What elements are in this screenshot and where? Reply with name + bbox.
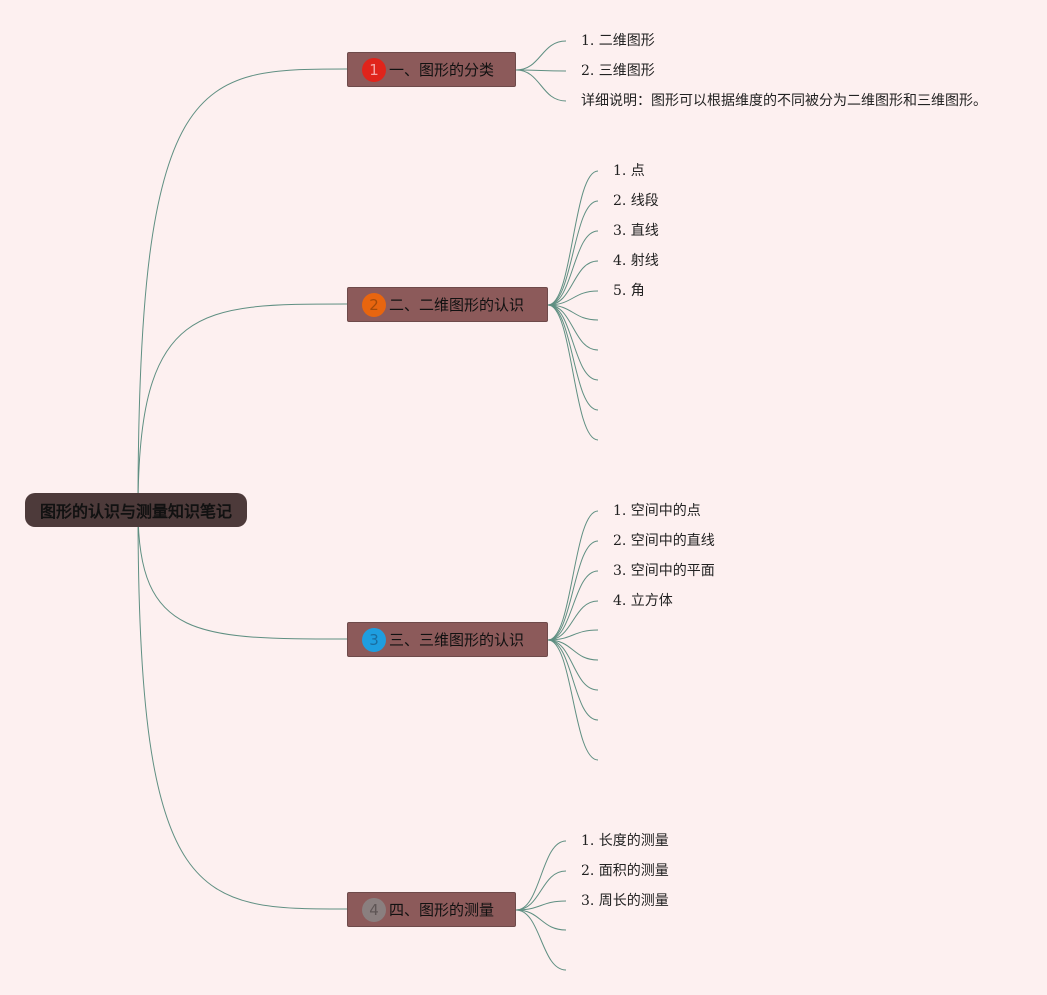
connector-line bbox=[547, 230, 599, 306]
priority-3-icon: 3 bbox=[362, 627, 386, 652]
connector-line bbox=[547, 639, 599, 721]
leaf-topic[interactable]: 3. 周长的测量 bbox=[581, 893, 669, 909]
connector-line bbox=[515, 900, 567, 911]
connector-line bbox=[515, 40, 567, 71]
connector-line bbox=[515, 840, 567, 911]
leaf-topic[interactable]: 3. 空间中的平面 bbox=[613, 563, 715, 579]
connector-line bbox=[547, 510, 599, 641]
connector-line bbox=[547, 260, 599, 306]
connector-line bbox=[547, 304, 599, 321]
connector-line bbox=[137, 509, 348, 640]
leaf-topic[interactable]: 1. 长度的测量 bbox=[581, 833, 669, 849]
connector-line bbox=[547, 639, 599, 691]
leaf-topic[interactable]: 3. 直线 bbox=[613, 223, 659, 239]
connector-line bbox=[547, 304, 599, 381]
leaf-topic[interactable]: 4. 立方体 bbox=[613, 593, 673, 609]
branch-topic-label: 二、二维图形的认识 bbox=[389, 296, 525, 314]
connector-line bbox=[515, 909, 567, 931]
connector-line bbox=[515, 909, 567, 971]
leaf-topic[interactable]: 1. 二维图形 bbox=[581, 33, 655, 49]
connector-line bbox=[547, 639, 599, 661]
connector-line bbox=[515, 870, 567, 911]
branch-topic-classification[interactable]: 1 一、图形的分类 bbox=[347, 52, 516, 87]
priority-1-icon: 1 bbox=[362, 57, 386, 82]
connector-line bbox=[547, 304, 599, 411]
connector-line bbox=[515, 69, 567, 72]
priority-4-icon: 4 bbox=[362, 897, 386, 922]
leaf-topic[interactable]: 5. 角 bbox=[613, 283, 645, 299]
connector-line bbox=[547, 639, 599, 761]
leaf-topic[interactable]: 2. 面积的测量 bbox=[581, 863, 669, 879]
connector-line bbox=[515, 69, 567, 102]
leaf-topic[interactable]: 4. 射线 bbox=[613, 253, 659, 269]
connector-line bbox=[547, 304, 599, 441]
connector-line bbox=[547, 629, 599, 641]
root-topic[interactable]: 图形的认识与测量知识笔记 bbox=[25, 493, 247, 527]
leaf-topic[interactable]: 2. 线段 bbox=[613, 193, 659, 209]
connector-line bbox=[137, 303, 348, 511]
leaf-topic[interactable]: 1. 空间中的点 bbox=[613, 503, 701, 519]
root-topic-label: 图形的认识与测量知识笔记 bbox=[39, 502, 232, 521]
connector-line bbox=[547, 200, 599, 306]
connector-line bbox=[547, 304, 599, 351]
connector-line bbox=[137, 68, 348, 511]
connector-line bbox=[547, 570, 599, 641]
branch-topic-3d-shapes[interactable]: 3 三、三维图形的认识 bbox=[347, 622, 548, 657]
leaf-topic[interactable]: 详细说明：图形可以根据维度的不同被分为二维图形和三维图形。 bbox=[581, 93, 987, 109]
connector-line bbox=[547, 170, 599, 306]
branch-topic-label: 三、三维图形的认识 bbox=[389, 631, 525, 649]
leaf-topic[interactable]: 2. 空间中的直线 bbox=[613, 533, 715, 549]
branch-topic-label: 四、图形的测量 bbox=[389, 901, 495, 919]
connector-line bbox=[547, 540, 599, 641]
branch-topic-2d-shapes[interactable]: 2 二、二维图形的认识 bbox=[347, 287, 548, 322]
leaf-topic[interactable]: 2. 三维图形 bbox=[581, 63, 655, 79]
connector-line bbox=[547, 600, 599, 641]
leaf-topic[interactable]: 1. 点 bbox=[613, 163, 645, 179]
branch-topic-measurement[interactable]: 4 四、图形的测量 bbox=[347, 892, 516, 927]
branch-topic-label: 一、图形的分类 bbox=[389, 61, 495, 79]
priority-2-icon: 2 bbox=[362, 292, 386, 317]
connector-line bbox=[137, 509, 348, 910]
connector-line bbox=[547, 290, 599, 306]
